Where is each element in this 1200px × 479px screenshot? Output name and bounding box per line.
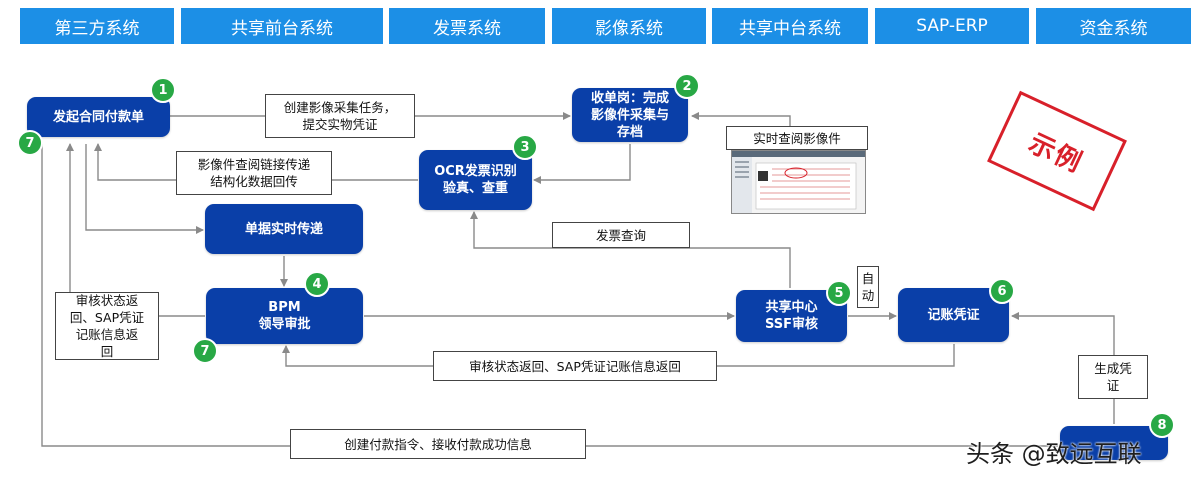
lane-middle-office: 共享中台系统 (712, 8, 868, 44)
lane-sap-erp: SAP-ERP (875, 8, 1029, 44)
image-viewer-thumbnail (731, 150, 866, 214)
lane-third-party: 第三方系统 (20, 8, 174, 44)
node-bpm-approval[interactable]: BPM 领导审批 (206, 288, 363, 344)
label-generate-voucher: 生成凭 证 (1078, 355, 1148, 399)
edge-initiate-to-transfer (85, 144, 204, 234)
step-badge-7-top: 7 (17, 130, 43, 156)
step-badge-6: 6 (989, 278, 1015, 304)
edge-receive-to-ocr (533, 144, 631, 184)
example-stamp-text: 示例 (1024, 127, 1088, 179)
step-badge-3: 3 (512, 134, 538, 160)
node-receive-archive[interactable]: 收单岗：完成 影像件采集与 存档 (572, 88, 688, 142)
edge-initiate-to-payment (41, 144, 1058, 447)
step-badge-1: 1 (150, 77, 176, 103)
step-badge-5: 5 (826, 280, 852, 306)
step-badge-7-bottom: 7 (192, 338, 218, 364)
step-badge-2: 2 (674, 73, 700, 99)
step-badge-4: 4 (304, 271, 330, 297)
lane-invoice: 发票系统 (389, 8, 545, 44)
label-invoice-query: 发票查询 (552, 222, 690, 248)
node-realtime-transfer[interactable]: 单据实时传递 (205, 204, 363, 254)
label-auto: 自 动 (857, 266, 879, 308)
edge-ssf-to-ocr (470, 211, 791, 288)
label-create-task: 创建影像采集任务， 提交实物凭证 (265, 94, 415, 138)
label-realtime-view: 实时查阅影像件 (726, 126, 868, 150)
label-image-link: 影像件查阅链接传递 结构化数据回传 (176, 151, 332, 195)
lane-front-office: 共享前台系统 (181, 8, 383, 44)
lane-treasury: 资金系统 (1036, 8, 1191, 44)
node-initiate-contract-payment[interactable]: 发起合同付款单 (27, 97, 170, 137)
watermark: 头条 @致远互联 (966, 440, 1142, 468)
node-ocr-verify[interactable]: OCR发票识别 验真、查重 (419, 150, 532, 210)
label-audit-return-left: 审核状态返 回、SAP凭证 记账信息返 回 (55, 292, 159, 360)
label-create-payment: 创建付款指令、接收付款成功信息 (290, 429, 586, 459)
lane-imaging: 影像系统 (552, 8, 706, 44)
step-badge-8: 8 (1149, 412, 1175, 438)
label-audit-return-bottom: 审核状态返回、SAP凭证记账信息返回 (433, 351, 717, 381)
